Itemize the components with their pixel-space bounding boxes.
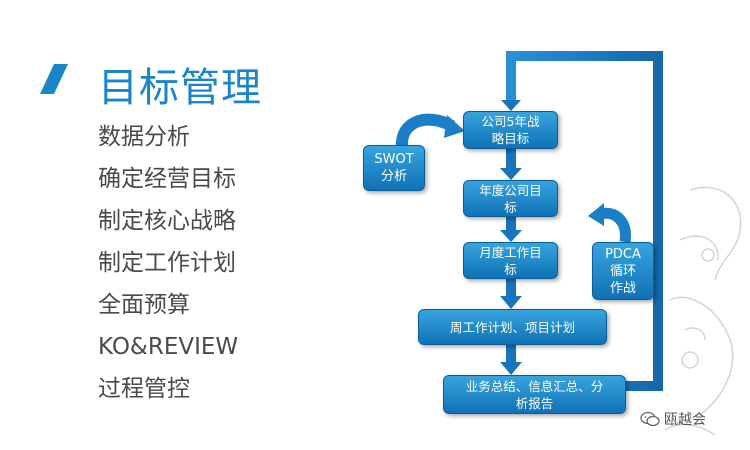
page-title: 目标管理 xyxy=(98,65,262,111)
feedback-loop-arrow xyxy=(506,51,663,391)
agenda-list: 数据分析 确定经营目标 制定核心战略 制定工作计划 全面预算 KO&REVIEW… xyxy=(98,116,238,410)
step-weekly-plan: 周工作计划、项目计划 xyxy=(418,309,607,345)
feedback-loop-arrowhead xyxy=(501,100,521,111)
agenda-item-data-analysis: 数据分析 xyxy=(98,124,190,150)
step-five-year-strategy: 公司5年战略目标 xyxy=(463,111,558,149)
agenda-item-process-control: 过程管控 xyxy=(98,376,190,402)
watermark-text: 瓯越会 xyxy=(664,412,706,428)
watermark: 瓯越会 xyxy=(640,408,706,430)
step-summary-report: 业务总结、信息汇总、分析报告 xyxy=(443,375,626,414)
flow-arrows xyxy=(500,149,522,375)
agenda-item-budget: 全面预算 xyxy=(98,292,190,318)
swot-curved-arrow xyxy=(395,113,455,148)
wechat-icon xyxy=(640,411,660,427)
step-annual-goals: 年度公司目标 xyxy=(463,180,558,217)
agenda-item-ko-review: KO&REVIEW xyxy=(98,334,239,360)
background-doodle xyxy=(664,186,742,436)
agenda-item-work-plan: 制定工作计划 xyxy=(98,250,236,276)
agenda-item-business-goals: 确定经营目标 xyxy=(98,166,236,192)
flow-diagram xyxy=(395,51,663,391)
title-slash-decoration xyxy=(40,64,68,94)
step-monthly-goals: 月度工作目标 xyxy=(463,242,558,279)
agenda-item-core-strategy: 制定核心战略 xyxy=(98,208,236,234)
